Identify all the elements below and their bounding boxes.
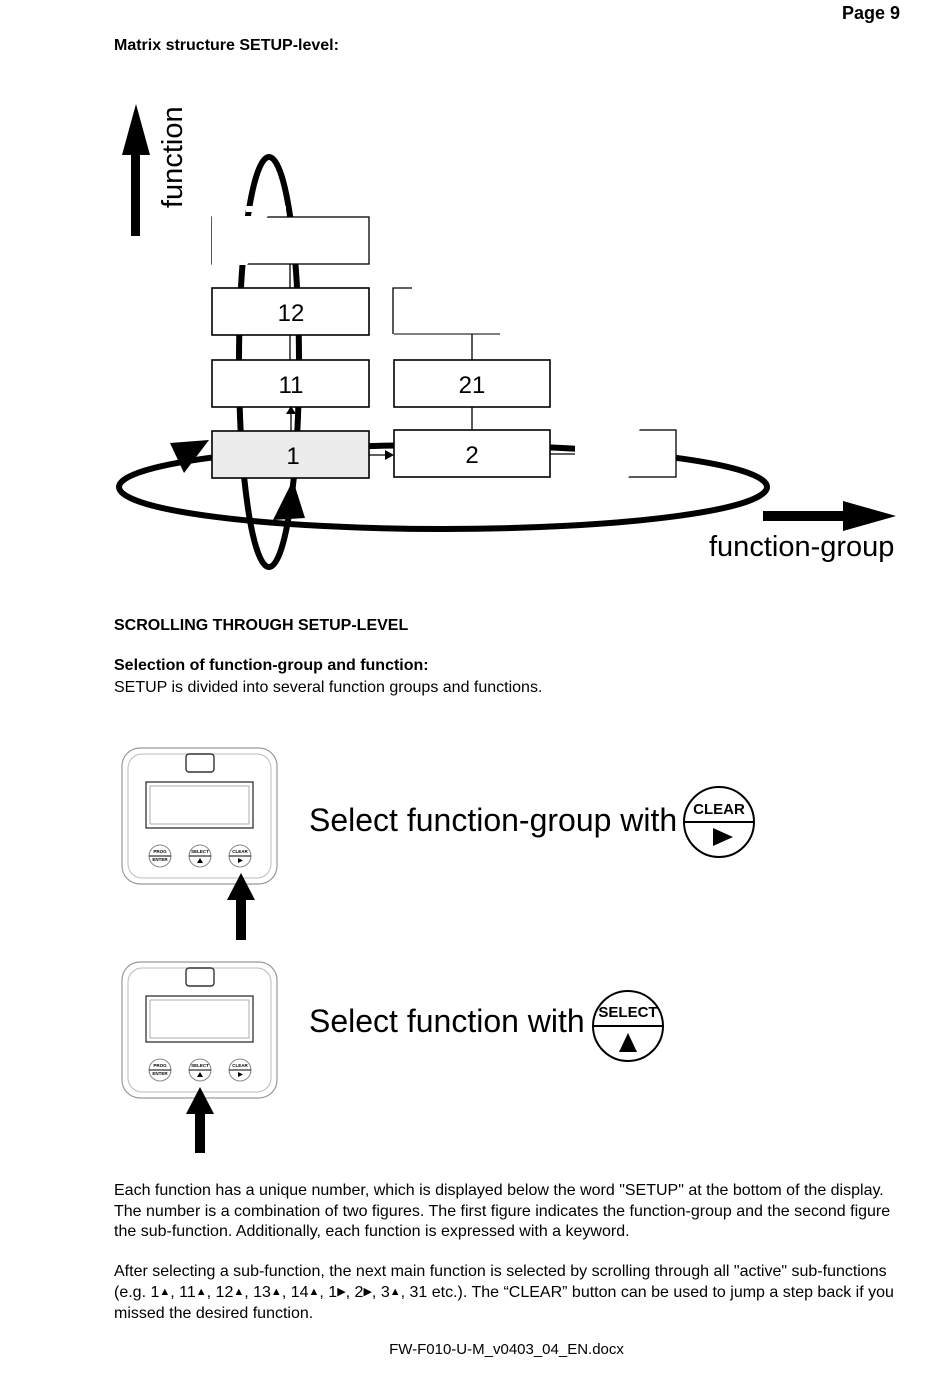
select-group-instruction: Select function-group with [309,802,678,838]
selection-title: Selection of function-group and function… [114,657,429,674]
example-function-number: 11 [179,1283,196,1301]
svg-text:CLEAR: CLEAR [693,801,745,818]
box-1-label: 1 [286,443,299,470]
pointer-arrow-select [186,1087,214,1153]
page-number: Page 9 [841,3,900,23]
select-button-icon: SELECT [592,990,664,1062]
box-2-label: 2 [465,442,478,469]
up-triangle-icon: ▲ [159,1285,171,1298]
up-triangle-icon: ▲ [195,1285,207,1298]
pointer-arrow-clear [227,873,255,940]
function-group-axis-arrow [763,501,896,531]
example-function-number: 1 [328,1283,338,1301]
svg-text:PROG: PROG [153,849,167,854]
svg-text:SELECT: SELECT [598,1004,657,1021]
svg-text:ENTER: ENTER [152,1071,168,1076]
svg-text:SELECT: SELECT [191,849,209,854]
box-11 [211,359,370,408]
example-function-number: 2 [354,1283,364,1301]
select-function-instruction: Select function with [309,1003,585,1039]
svg-text:PROG: PROG [153,1063,167,1068]
example-function-number: 14 [290,1283,309,1301]
svg-text:CLEAR: CLEAR [232,1063,248,1068]
function-axis-label: function [157,106,189,208]
footer-filename: FW-F010-U-M_v0403_04_EN.docx [389,1341,624,1358]
svg-text:ENTER: ENTER [152,857,168,862]
function-group-axis-label: function-group [709,531,894,563]
box-21 [393,359,551,408]
box-21-label: 21 [459,372,486,399]
selection-text: SETUP is divided into several function g… [114,679,543,696]
p2-tail: 31 etc.). The “CLEAR” button can be used… [114,1283,894,1323]
matrix-diagram: function 12 11 1 21 2 function-group [116,104,896,570]
example-function-number: 12 [215,1283,234,1301]
device-panel-1: PROG ENTER SELECT CLEAR [121,747,278,940]
up-triangle-icon: ▲ [233,1285,245,1298]
matrix-title: Matrix structure SETUP-level: [114,37,339,54]
scrolling-title: SCROLLING THROUGH SETUP-LEVEL [114,617,409,634]
up-triangle-icon: ▲ [270,1285,282,1298]
example-function-number: 1 [150,1283,160,1301]
box-2 [393,429,551,478]
paragraph-scrolling: After selecting a sub-function, the next… [114,1262,904,1325]
up-triangle-icon: ▲ [308,1285,320,1298]
function-axis-arrow [122,104,150,236]
example-function-number: 13 [253,1283,271,1301]
svg-text:CLEAR: CLEAR [232,849,248,854]
instruction-figures: PROG ENTER SELECT CLEAR CLEAR [121,747,755,1153]
example-function-number: 3 [380,1283,390,1301]
svg-text:SELECT: SELECT [191,1063,209,1068]
p2-examples: 1▲, 11▲, 12▲, 13▲, 14▲, 1▶, 2▶, 3▲, [150,1283,410,1301]
up-triangle-icon: ▲ [389,1285,401,1298]
box-1 [211,430,370,479]
box-12 [211,287,370,336]
box-12-label: 12 [278,300,305,327]
p2-lead: After selecting a sub-function, the next… [114,1263,887,1301]
vertical-loop-arrowhead [273,480,305,520]
clear-button-icon: CLEAR [683,786,755,858]
right-triangle-icon: ▶ [363,1285,372,1298]
device-panel-2: PROG ENTER SELECT CLEAR [121,961,278,1153]
paragraph-function-number: Each function has a unique number, which… [114,1182,891,1240]
horizontal-loop-arrowhead [170,440,209,473]
box-11-label: 11 [279,372,304,399]
right-triangle-icon: ▶ [337,1285,346,1298]
